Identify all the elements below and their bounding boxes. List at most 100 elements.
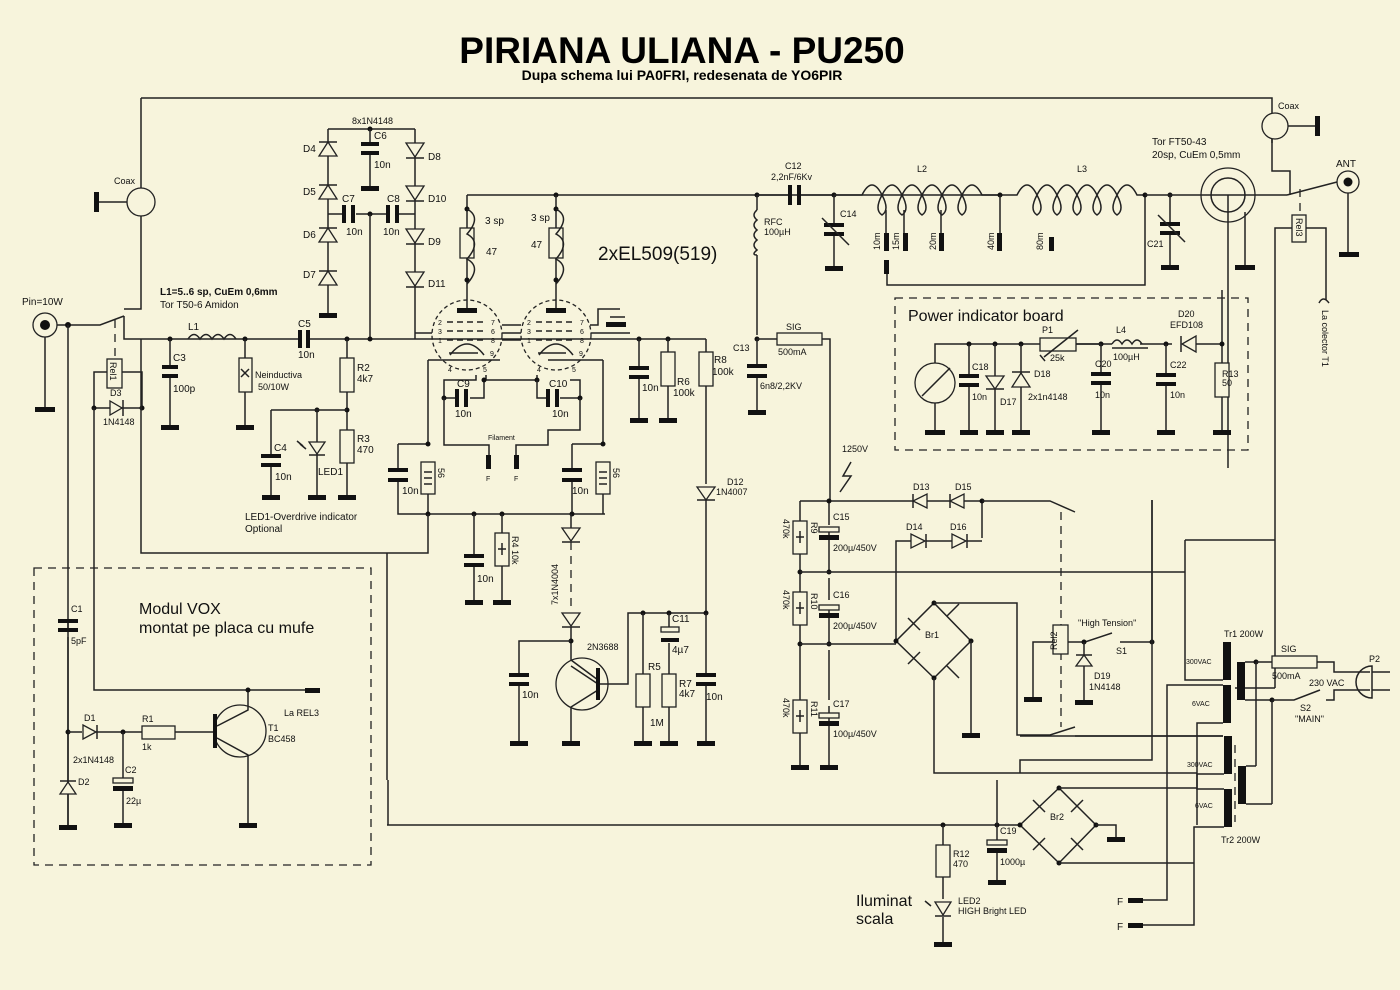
r47-label-2: 47 bbox=[531, 240, 543, 251]
band-10m-label: 10m bbox=[872, 232, 882, 250]
r12-label: R12 bbox=[953, 849, 970, 859]
svg-text:5: 5 bbox=[483, 367, 487, 374]
p1-label: P1 bbox=[1042, 325, 1053, 335]
anode-fuse: SIG 500mA bbox=[757, 322, 831, 500]
overdrive-indicator: R2 4k7 R3 470 C4 10n LED1 LED1-Overdrive… bbox=[245, 336, 374, 535]
tube-type-label: 2xEL509(519) bbox=[598, 244, 717, 265]
c22-value: 10n bbox=[1170, 390, 1185, 400]
svg-text:2: 2 bbox=[527, 320, 531, 327]
c3-label: C3 bbox=[173, 353, 186, 364]
led2-label: LED2 bbox=[958, 896, 981, 906]
tr2-label: Tr2 200W bbox=[1221, 835, 1261, 845]
screen-regulator: D12 1N4007 7x1N4004 10n 2N3688 R5 1M R7 … bbox=[509, 477, 748, 746]
d2-label: D2 bbox=[78, 777, 90, 787]
c4-label: C4 bbox=[274, 443, 287, 454]
coax-label-in: Coax bbox=[114, 176, 136, 186]
rfc-label: RFC bbox=[764, 217, 783, 227]
c9-value: 10n bbox=[455, 409, 472, 420]
d12-value: 1N4007 bbox=[716, 487, 748, 497]
r2-label: R2 bbox=[357, 363, 370, 374]
svg-text:9: 9 bbox=[490, 351, 494, 358]
svg-text:8: 8 bbox=[580, 338, 584, 345]
diode-d5 bbox=[317, 183, 339, 200]
c20-value: 10n bbox=[1095, 390, 1110, 400]
bias-feed-wire bbox=[140, 339, 429, 554]
diode-d9 bbox=[404, 228, 426, 245]
d8-label: D8 bbox=[428, 152, 441, 163]
cathode-circuit: C9 10n C10 10n Filament F F 10n 56 10n 5… bbox=[388, 359, 621, 605]
l1-note-line2: Tor T50-6 Amidon bbox=[160, 300, 239, 311]
tr1-6vac-label: 6VAC bbox=[1192, 701, 1210, 708]
c5-value: 10n bbox=[298, 350, 315, 361]
diode-d10 bbox=[404, 185, 426, 202]
mains-plug-p2[interactable] bbox=[1355, 665, 1373, 699]
l2-label: L2 bbox=[917, 164, 927, 174]
filament-label: Filament bbox=[488, 435, 515, 442]
rel1-relay: Rel1 D3 1N4148 bbox=[91, 320, 320, 693]
svg-text:9: 9 bbox=[579, 351, 583, 358]
d3-label: D3 bbox=[110, 388, 122, 398]
bandswitch-wiper[interactable] bbox=[884, 260, 889, 274]
s1-label: S1 bbox=[1116, 646, 1127, 656]
rel3-label: Rel3 bbox=[1294, 218, 1304, 237]
vox-rel3-note: La REL3 bbox=[284, 708, 319, 718]
r6-label: R6 bbox=[677, 377, 690, 388]
br1-label: Br1 bbox=[925, 630, 939, 640]
svg-text:5: 5 bbox=[572, 367, 576, 374]
p1-value: 25k bbox=[1050, 353, 1065, 363]
svg-text:4: 4 bbox=[448, 367, 452, 374]
regulator-cap-value: 10n bbox=[522, 690, 539, 701]
vox-title-line2: montat pe placa cu mufe bbox=[139, 620, 314, 637]
load-label: Neinductiva bbox=[255, 370, 302, 380]
d15-label: D15 bbox=[955, 482, 972, 492]
toroid-note-line1: Tor FT50-43 bbox=[1152, 137, 1207, 148]
r9-value: 470k bbox=[781, 519, 791, 539]
filament-f-out-2: F bbox=[1117, 922, 1123, 933]
tube-g3-ground bbox=[590, 308, 625, 326]
bias-diodes-header: 8x1N4148 bbox=[352, 116, 393, 126]
r10-value: 470k bbox=[781, 590, 791, 610]
d19-value: 1N4148 bbox=[1089, 682, 1121, 692]
cath-res-left-value: 56 bbox=[436, 468, 446, 478]
d4-label: D4 bbox=[303, 144, 316, 155]
cath-res-right-value: 56 bbox=[611, 468, 621, 478]
c6-value: 10n bbox=[374, 160, 391, 171]
c21-label: C21 bbox=[1147, 239, 1164, 249]
r5-label: R5 bbox=[648, 662, 661, 673]
tube-grid-wires bbox=[415, 324, 630, 341]
anode-fuse-label: SIG bbox=[786, 322, 802, 332]
dummy-load-resistor: Neinductiva 50/10W bbox=[236, 336, 302, 430]
s2-name: "MAIN" bbox=[1295, 714, 1324, 724]
r6-value: 100k bbox=[673, 388, 696, 399]
dial-light-note-1: Iluminat bbox=[856, 893, 913, 910]
d5-label: D5 bbox=[303, 187, 316, 198]
c1-label: C1 bbox=[71, 604, 83, 614]
c16-value: 200µ/450V bbox=[833, 621, 877, 631]
collector-t1-label: La colector T1 bbox=[1320, 310, 1330, 367]
screen-grid-network: 10n R6 100k R8 100k bbox=[629, 336, 735, 484]
led1-note-1: LED1-Overdrive indicator bbox=[245, 512, 358, 523]
mains-voltage-label: 230 VAC bbox=[1309, 678, 1345, 688]
svg-text:1: 1 bbox=[527, 338, 531, 345]
d1-label: D1 bbox=[84, 713, 96, 723]
c18-label: C18 bbox=[972, 362, 989, 372]
c11-label: C11 bbox=[672, 614, 690, 625]
ant-label: ANT bbox=[1336, 159, 1356, 170]
power-indicator-board: Power indicator board C18 10n D17 D18 2x… bbox=[894, 290, 1249, 451]
filament-f-out-1: F bbox=[1117, 897, 1123, 908]
svg-text:3: 3 bbox=[527, 329, 531, 336]
cath-cap-left-value: 10n bbox=[402, 486, 419, 497]
sp-label-1: 3 sp bbox=[485, 216, 504, 227]
d12-label: D12 bbox=[727, 477, 744, 487]
tr2-6vac-label: 6VAC bbox=[1195, 803, 1213, 810]
d16-label: D16 bbox=[950, 522, 967, 532]
l3-label: L3 bbox=[1077, 164, 1087, 174]
vox-module: Modul VOX montat pe placa cu mufe C1 5pF… bbox=[33, 567, 372, 866]
filament-f-1: F bbox=[486, 476, 490, 483]
c12-label: C12 bbox=[785, 161, 802, 171]
toroid-note-line2: 20sp, CuEm 0,5mm bbox=[1152, 150, 1240, 161]
band-40m-label: 40m bbox=[986, 232, 996, 250]
c17-value: 100µ/450V bbox=[833, 729, 877, 739]
svg-text:6: 6 bbox=[580, 329, 584, 336]
cath-cap-right-value: 10n bbox=[572, 486, 589, 497]
